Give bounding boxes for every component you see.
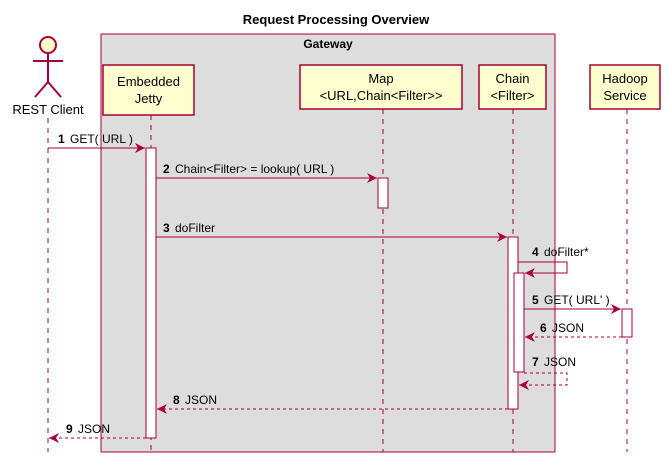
participant-rest-client-label: REST Client [12, 102, 84, 117]
message-2-text: Chain<Filter> = lookup( URL ) [175, 162, 334, 176]
message-3-text: doFilter [175, 221, 215, 235]
participant-map-line2: <URL,Chain<Filter>> [320, 88, 443, 103]
activation-bars [145, 147, 633, 439]
gateway-group-label: Gateway [303, 37, 353, 51]
message-9-number: 9 [66, 422, 73, 436]
participant-hadoop-service [589, 64, 661, 110]
message-7-number: 7 [532, 355, 539, 369]
message-7-arrow [519, 372, 568, 390]
message-1-number: 1 [58, 132, 65, 146]
message-arrows [48, 143, 622, 443]
participant-embedded-jetty-line1: Embedded [117, 74, 180, 89]
rest-client-actor-icon [33, 36, 63, 98]
activation-map [377, 177, 389, 209]
message-8-number: 8 [173, 393, 180, 407]
message-5-text: GET( URL' ) [544, 293, 610, 307]
message-6-text: JSON [552, 321, 584, 335]
message-6-number: 6 [540, 321, 547, 335]
message-7-text: JSON [544, 355, 576, 369]
participant-embedded-jetty [102, 64, 195, 116]
participant-chain [478, 64, 547, 110]
participant-map-line1: Map [368, 71, 393, 86]
message-4-number: 4 [532, 245, 539, 259]
participant-chain-line1: Chain [496, 71, 530, 86]
message-4-arrow [518, 261, 568, 278]
participant-hadoop-service-line1: Hadoop [602, 71, 648, 86]
message-3-number: 3 [163, 221, 170, 235]
message-8-text: JSON [185, 393, 217, 407]
participant-embedded-jetty-line2: Jetty [135, 91, 163, 106]
message-5-number: 5 [532, 293, 539, 307]
diagram-title: Request Processing Overview [243, 12, 430, 27]
activation-chain-inner [513, 272, 525, 373]
activation-hadoop [621, 308, 633, 338]
participant-map [299, 64, 463, 110]
participant-chain-line2: <Filter> [490, 88, 534, 103]
message-1-text: GET( URL ) [70, 132, 133, 146]
message-4-text: doFilter* [544, 245, 589, 259]
message-2-number: 2 [163, 162, 170, 176]
activation-jetty [145, 147, 157, 439]
participant-hadoop-service-line2: Service [603, 88, 646, 103]
message-9-text: JSON [78, 422, 110, 436]
message-labels: 1 GET( URL ) 2 Chain<Filter> = lookup( U… [58, 132, 610, 436]
